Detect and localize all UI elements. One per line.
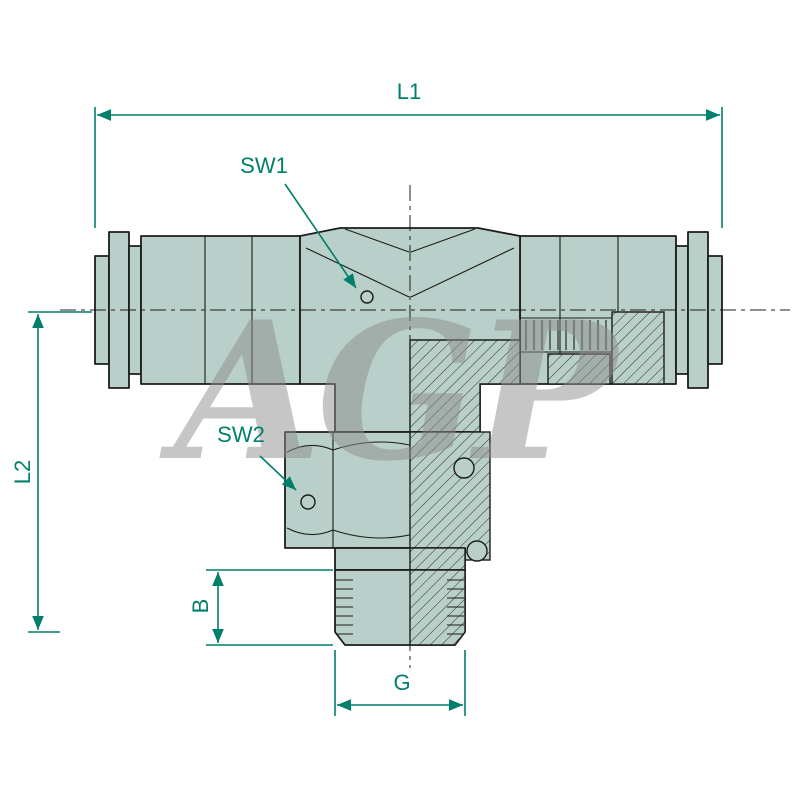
dimension-label-l2: L2 [10, 460, 35, 484]
threaded-stud [334, 547, 466, 646]
callout-sw1: SW1 [240, 153, 357, 289]
dimension-label-b: B [188, 599, 213, 614]
o-ring-lower [466, 540, 488, 562]
dimension-l1: L1 [94, 79, 723, 228]
dimension-g: G [334, 650, 466, 716]
stud-neck-hatch [409, 547, 466, 571]
stud-thread-lines [336, 579, 464, 635]
right-thread-lines [520, 317, 612, 353]
gland-section-hatch [409, 431, 491, 561]
callout-sw2: SW2 [217, 422, 297, 491]
centerlines [60, 185, 790, 668]
callout-label-sw1: SW1 [240, 153, 288, 178]
dimension-b: B [188, 569, 333, 646]
dimension-label-l1: L1 [397, 79, 421, 104]
brand-watermark: AGP [159, 280, 622, 503]
lower-hex [284, 431, 491, 562]
callout-label-sw2: SW2 [217, 422, 265, 447]
hex-facet-lines [305, 228, 515, 298]
o-ring-upper [453, 457, 475, 479]
sw2-marker-circle [300, 494, 316, 510]
right-section-hatch [611, 311, 665, 385]
right-section-hatch-small [547, 353, 611, 385]
dimension-l2: L2 [10, 311, 92, 633]
sw1-marker-circle [360, 290, 374, 304]
dimension-label-g: G [393, 670, 410, 695]
